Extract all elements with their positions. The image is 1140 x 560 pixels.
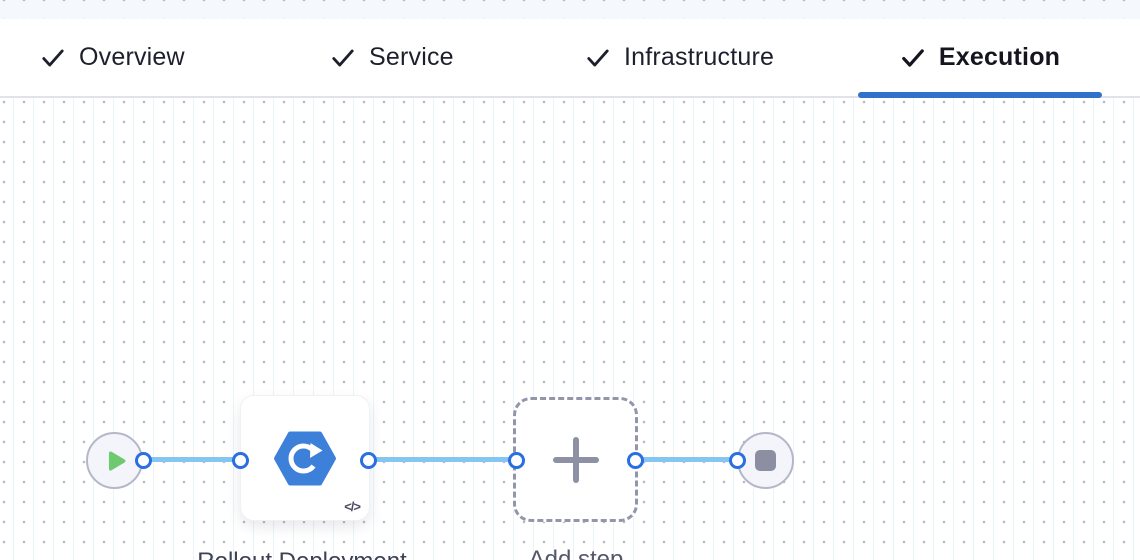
link-step-to-addstep	[368, 457, 516, 462]
canvas-top-strip	[0, 0, 1140, 19]
add-step-label: Add step	[528, 546, 624, 560]
tab-execution[interactable]: Execution	[858, 19, 1102, 98]
port-end-in[interactable]	[729, 452, 746, 469]
pipeline-canvas[interactable]: </> Rollout Deployment Add step	[0, 98, 1140, 560]
port-step-out[interactable]	[360, 452, 377, 469]
rollout-deployment-icon	[274, 431, 336, 485]
check-icon	[42, 49, 64, 66]
code-view-badge[interactable]: </>	[344, 499, 361, 514]
tab-service[interactable]: Service	[330, 19, 454, 96]
tab-overview[interactable]: Overview	[40, 19, 185, 96]
tab-label: Infrastructure	[624, 43, 775, 71]
port-addstep-out[interactable]	[627, 452, 644, 469]
check-icon	[902, 48, 924, 67]
stop-icon	[755, 450, 776, 471]
check-icon	[332, 49, 354, 66]
step-name-label: Rollout Deployment	[152, 543, 452, 560]
step-node-rollout-deployment[interactable]: </>	[240, 395, 370, 521]
link-start-to-step	[143, 457, 240, 462]
active-tab-underline	[858, 92, 1102, 98]
tab-infrastructure[interactable]: Infrastructure	[585, 19, 774, 96]
port-start-out[interactable]	[135, 452, 152, 469]
port-step-in[interactable]	[232, 452, 249, 469]
check-icon	[587, 49, 609, 66]
tab-label: Execution	[938, 43, 1061, 71]
plus-icon	[552, 436, 599, 483]
link-addstep-to-end	[635, 457, 737, 462]
tab-label: Overview	[79, 43, 185, 71]
tab-label: Service	[369, 43, 454, 71]
port-addstep-in[interactable]	[508, 452, 525, 469]
stage-tab-bar: Overview Service Infrastructure Executio…	[0, 19, 1140, 98]
play-icon	[108, 450, 125, 471]
add-step-node[interactable]	[513, 397, 638, 522]
start-node[interactable]	[86, 432, 143, 489]
